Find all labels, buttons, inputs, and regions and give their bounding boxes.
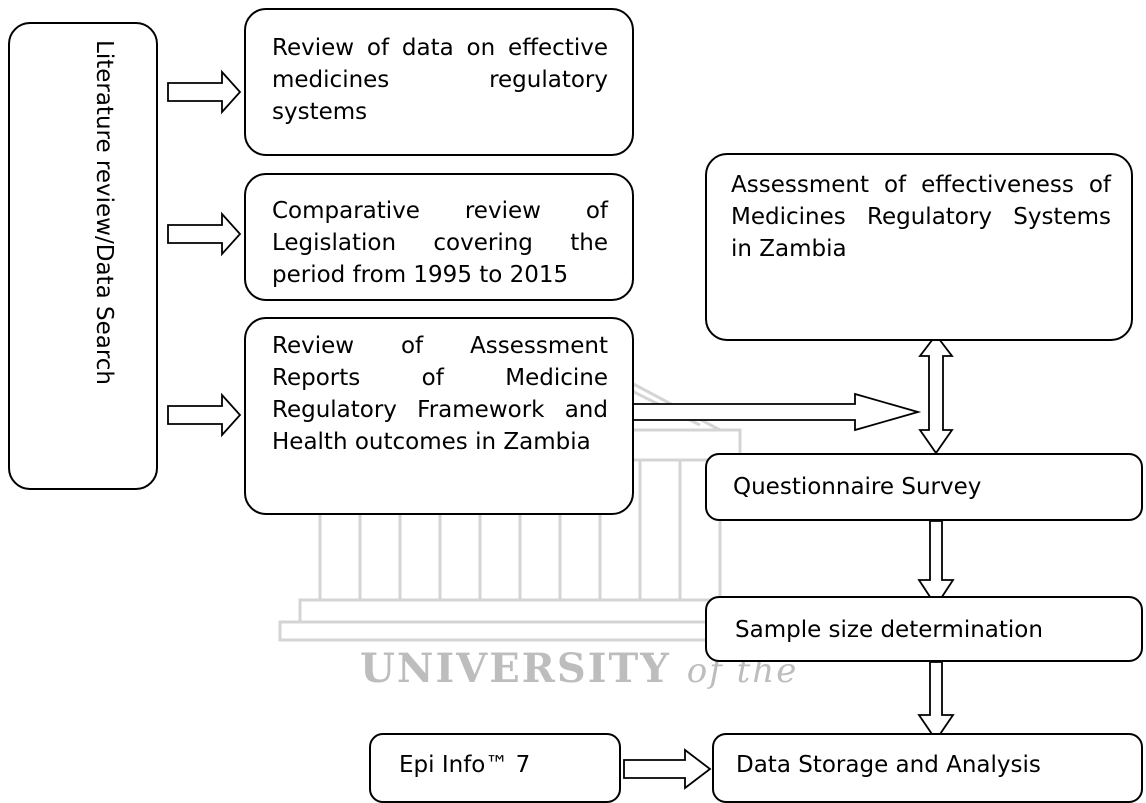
arrow-right-3 — [167, 392, 242, 438]
review-box-1: Review of data on effective medicines re… — [244, 8, 634, 156]
literature-review-box — [8, 22, 158, 490]
watermark-text-main: UNIVERSITY — [360, 645, 671, 692]
assessment-box: Assessment of effectiveness of Medicines… — [705, 153, 1133, 341]
arrow-right-1 — [167, 69, 242, 115]
arrow-down-2 — [917, 661, 955, 742]
questionnaire-box: Questionnaire Survey — [705, 453, 1143, 521]
arrow-down-1 — [917, 520, 955, 608]
arrow-right-epi — [623, 748, 712, 790]
review-box-2: Comparative review of Legislation coveri… — [244, 173, 634, 301]
sample-size-box: Sample size determination — [705, 596, 1143, 662]
literature-review-label: Literature review/Data Search — [91, 40, 117, 385]
data-storage-box: Data Storage and Analysis — [712, 733, 1143, 803]
watermark-line1: UNIVERSITY of the — [360, 645, 798, 692]
epi-info-box: Epi Info™ 7 — [369, 733, 621, 803]
arrow-right-2 — [167, 211, 242, 257]
review-box-3: Review of Assessment Reports of Medicine… — [244, 317, 634, 515]
arrow-to-assessment — [631, 392, 922, 432]
arrow-double-vertical — [918, 333, 954, 455]
